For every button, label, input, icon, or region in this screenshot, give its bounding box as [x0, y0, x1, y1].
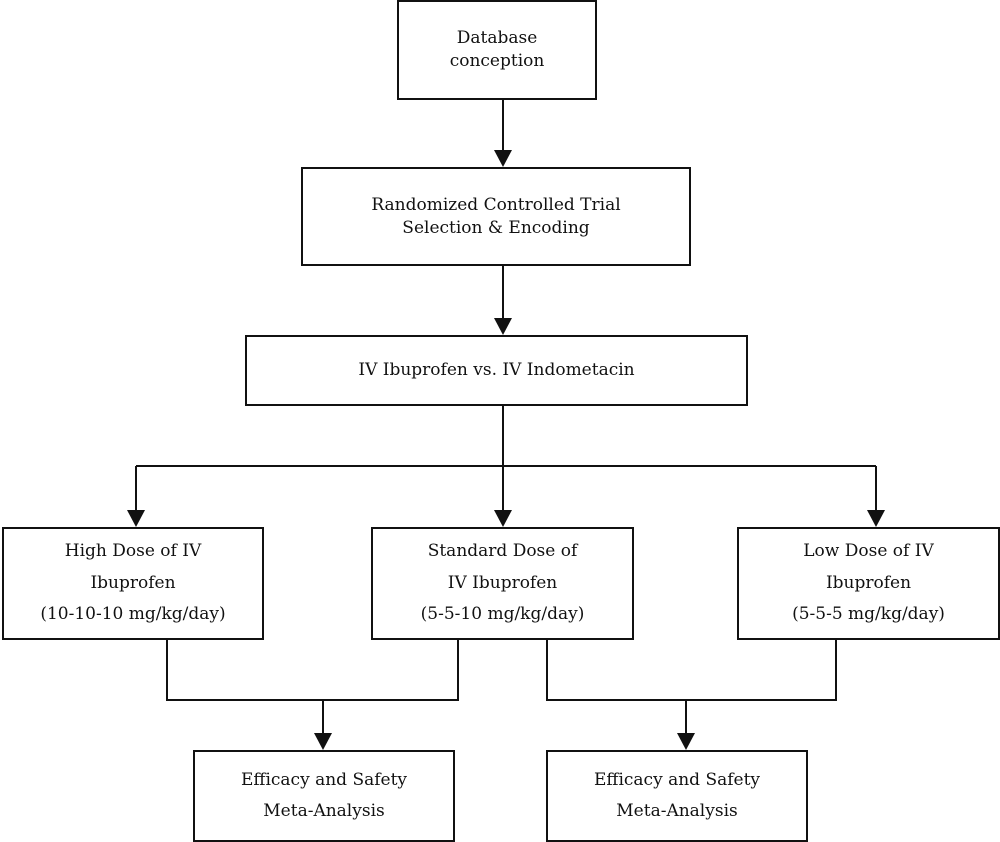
arrowhead-comparison [494, 318, 512, 335]
arrowhead-rct [494, 150, 512, 167]
node-label-line: Selection & Encoding [402, 217, 590, 238]
node-label-line: Meta-Analysis [616, 801, 738, 821]
arrowhead-meta-left [314, 733, 332, 750]
node-label-line: Ibuprofen [90, 572, 176, 593]
node-label-line: (10-10-10 mg/kg/day) [40, 604, 226, 625]
arrowhead-standard-dose [494, 510, 512, 527]
arrowhead-meta-right [677, 733, 695, 750]
node-label-line: Randomized Controlled Trial [371, 194, 621, 215]
connector-merge-left [166, 640, 459, 701]
node-label-line: Ibuprofen [825, 572, 912, 593]
node-label-line: (5-5-5 mg/kg/day) [792, 604, 945, 625]
arrowhead-high-dose [127, 510, 145, 527]
node-label-line: (5-5-10 mg/kg/day) [420, 604, 585, 625]
node-label-line: conception [449, 51, 545, 71]
node-label-line: IV Ibuprofen vs. IV Indometacin [358, 360, 635, 381]
connector-merge-right [546, 640, 837, 701]
node-label-line: Standard Dose of [427, 541, 578, 562]
node-label-line: Database [456, 28, 538, 49]
node-low-dose: Low Dose of IV Ibuprofen (5-5-5 mg/kg/da… [737, 527, 1000, 640]
node-high-dose: High Dose of IV Ibuprofen (10-10-10 mg/k… [2, 527, 264, 640]
node-label-line: IV Ibuprofen [447, 572, 558, 593]
node-database-conception: Database conception [397, 0, 597, 100]
node-label-line: Low Dose of IV [803, 541, 934, 562]
node-comparison: IV Ibuprofen vs. IV Indometacin [245, 335, 748, 406]
node-rct-selection: Randomized Controlled Trial Selection & … [301, 167, 691, 266]
node-meta-analysis-right: Efficacy and Safety Meta-Analysis [546, 750, 808, 842]
arrowhead-low-dose [867, 510, 885, 527]
node-label-line: High Dose of IV [64, 541, 202, 562]
node-label-line: Meta-Analysis [263, 801, 385, 821]
node-label-line: Efficacy and Safety [593, 769, 761, 790]
node-standard-dose: Standard Dose of IV Ibuprofen (5-5-10 mg… [371, 527, 634, 640]
node-label-line: Efficacy and Safety [240, 769, 408, 790]
node-meta-analysis-left: Efficacy and Safety Meta-Analysis [193, 750, 455, 842]
